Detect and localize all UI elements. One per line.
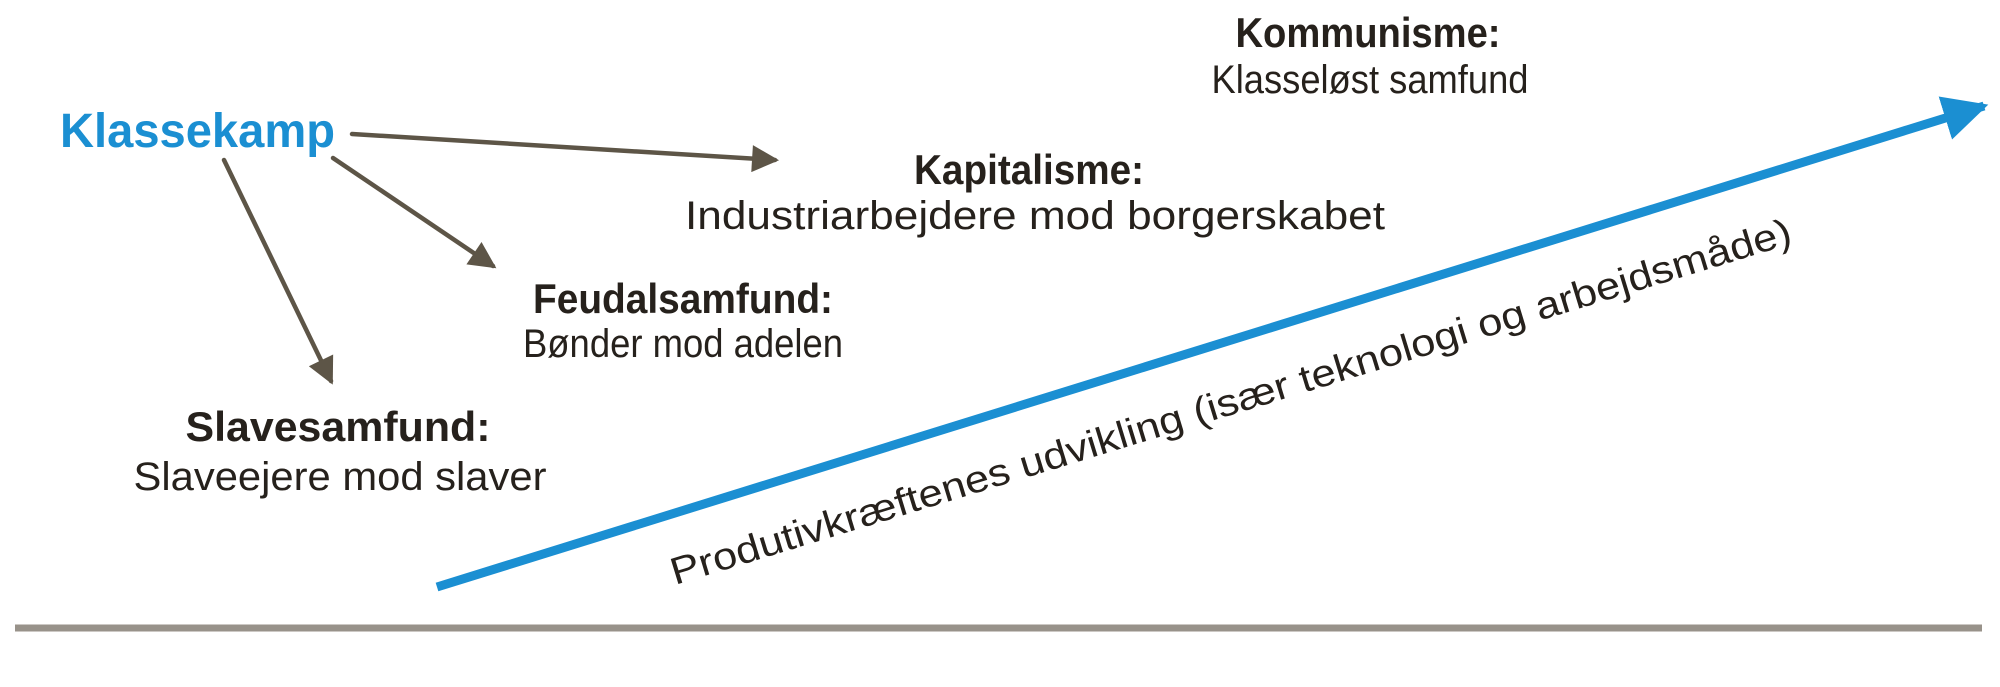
- arrow-to-slavesamfund: [221, 157, 334, 385]
- stage-kommunisme-name: Kommunisme:: [1236, 9, 1501, 56]
- stage-feudalsamfund: Feudalsamfund: Bønder mod adelen: [523, 275, 843, 366]
- arrow-to-kapitalisme: [349, 131, 780, 173]
- arrow-to-feudalsamfund: [330, 155, 497, 269]
- stage-slavesamfund: Slavesamfund: Slaveejere mod slaver: [134, 403, 547, 499]
- stage-kapitalisme-name: Kapitalisme:: [914, 146, 1144, 193]
- stage-kapitalisme: Kapitalisme: Industriarbejdere mod borge…: [685, 146, 1385, 238]
- stage-kommunisme: Kommunisme: Klasseløst samfund: [1212, 9, 1529, 102]
- stage-slavesamfund-name: Slavesamfund:: [186, 403, 491, 450]
- stage-feudalsamfund-name: Feudalsamfund:: [533, 275, 833, 322]
- stage-feudalsamfund-conflict: Bønder mod adelen: [523, 322, 843, 366]
- development-axis-arrow: [435, 96, 1989, 592]
- stage-kommunisme-conflict: Klasseløst samfund: [1212, 58, 1529, 102]
- development-axis-label: Produtivkræftenes udvikling (især teknol…: [665, 211, 1796, 593]
- stage-kapitalisme-conflict: Industriarbejdere mod borgerskabet: [685, 194, 1385, 238]
- stage-slavesamfund-conflict: Slaveejere mod slaver: [134, 455, 547, 499]
- diagram-title: Klassekamp: [60, 105, 335, 158]
